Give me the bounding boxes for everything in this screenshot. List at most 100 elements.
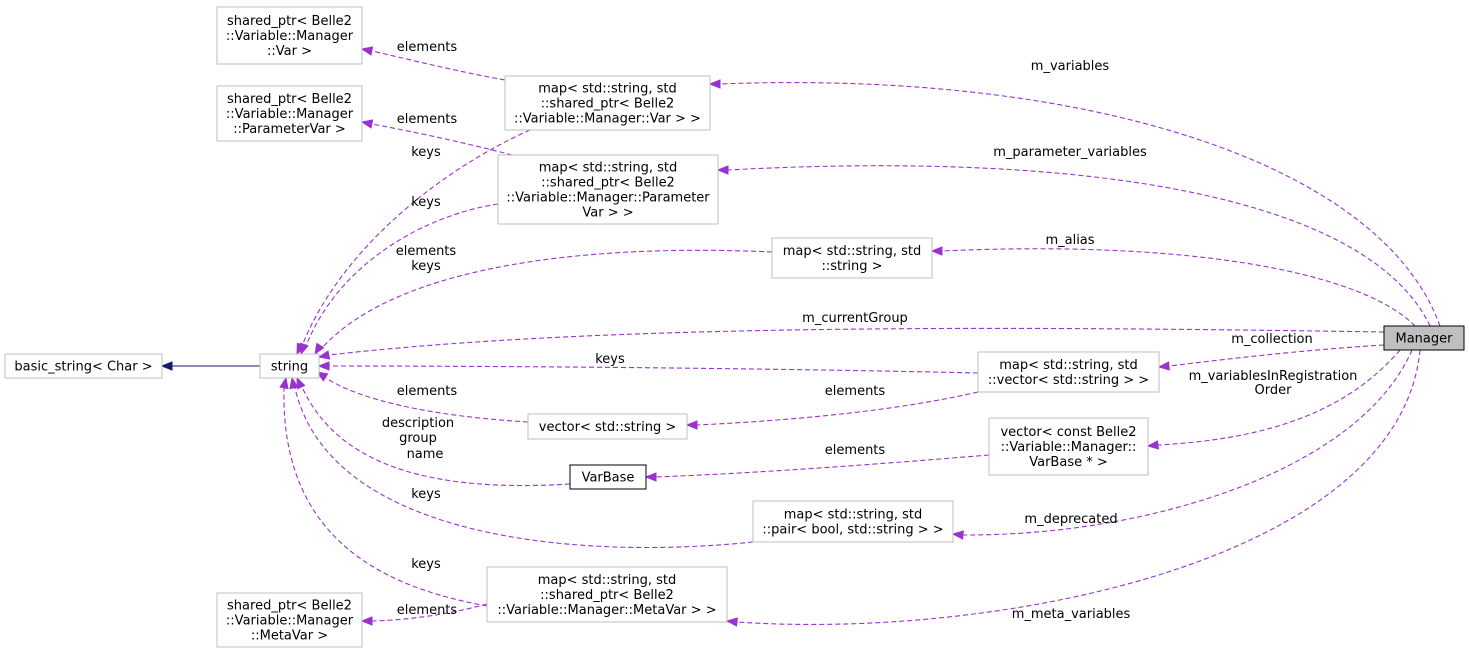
edge-label: m_currentGroup <box>802 311 908 326</box>
node-box <box>504 75 711 131</box>
edge-line <box>371 50 506 81</box>
edge-line <box>727 165 1431 327</box>
edge-line <box>736 349 1421 625</box>
node-varbase[interactable]: VarBase <box>569 464 647 490</box>
usage-arrowhead <box>296 376 306 390</box>
edge-mgr-string <box>317 327 1385 360</box>
edge-mparam-sp <box>360 119 513 156</box>
usage-arrowhead <box>315 371 329 382</box>
node-box <box>752 500 954 543</box>
node-label: ::vector< std::string > > <box>988 373 1149 388</box>
edge-mcoll-vec <box>685 391 979 430</box>
edge-label: elements <box>397 384 458 399</box>
node-manager[interactable]: Manager <box>1383 325 1465 351</box>
edge-line <box>371 123 513 156</box>
node-sp-meta: shared_ptr< Belle2::Variable::Manager::M… <box>216 592 363 648</box>
node-label: ::Variable::Manager <box>226 107 354 122</box>
edge-line <box>1168 344 1385 367</box>
usage-arrowhead <box>289 376 299 390</box>
edge-label: m_variables <box>1031 59 1110 74</box>
usage-arrowhead <box>360 46 374 56</box>
edge-mgr-mcoll <box>1157 344 1385 371</box>
usage-arrowhead <box>951 530 964 540</box>
node-box <box>977 351 1160 393</box>
edge-line <box>321 249 773 349</box>
edge-line <box>294 387 754 549</box>
usage-arrowhead <box>317 361 330 371</box>
edge-mvar-sp <box>360 46 506 81</box>
node-label: ::shared_ptr< Belle2 <box>540 588 674 603</box>
edge-label: m_parameter_variables <box>993 145 1147 160</box>
edge-mmeta-string <box>279 376 488 607</box>
edge-label: m_alias <box>1045 233 1094 248</box>
edge-mvar-string <box>296 129 531 356</box>
node-label: ::Variable::Manager::Var > > <box>514 112 701 127</box>
edge-line <box>371 603 488 622</box>
edge-label: m_deprecated <box>1024 512 1117 527</box>
edge-label: keys <box>595 352 625 367</box>
node-label: ::Variable::Manager::MetaVar > > <box>497 603 716 618</box>
node-string[interactable]: string <box>259 353 320 379</box>
node-label: shared_ptr< Belle2 <box>227 14 352 29</box>
edge-mcoll-string <box>317 361 979 374</box>
node-label: ::Variable::Manager <box>226 29 354 44</box>
node-box <box>527 413 688 440</box>
node-label: ::ParameterVar > <box>233 122 346 137</box>
node-sp-var: shared_ptr< Belle2::Variable::Manager::V… <box>216 6 363 65</box>
edge-label: keys <box>411 487 441 502</box>
edge-mgr-mvar <box>708 79 1441 327</box>
usage-arrowhead <box>1146 440 1159 450</box>
usage-arrowhead <box>1157 361 1170 371</box>
node-map-param: map< std::string, std::shared_ptr< Belle… <box>497 154 719 225</box>
edge-label: elements <box>397 40 458 55</box>
edge-line <box>719 82 1441 327</box>
usage-arrowhead <box>685 420 698 430</box>
node-label: map< std::string, std <box>539 161 678 176</box>
usage-arrowhead <box>299 342 309 356</box>
node-box <box>4 353 163 379</box>
edge-vvb-vb <box>644 454 990 482</box>
node-vec-varbase: vector< const Belle2::Variable::Manager:… <box>988 417 1149 476</box>
node-basic-string[interactable]: basic_string< Char > <box>4 353 163 379</box>
edge-label: m_collection <box>1231 332 1313 347</box>
node-label: Manager <box>1396 332 1454 347</box>
node-label: map< std::string, std <box>538 573 677 588</box>
node-map-var: map< std::string, std::shared_ptr< Belle… <box>504 75 711 131</box>
usage-arrowhead <box>317 350 331 360</box>
node-label: VarBase <box>582 471 635 486</box>
node-label: ::MetaVar > <box>251 629 328 644</box>
node-label: ::Variable::Manager::Parameter <box>506 191 710 206</box>
edge-label: keys <box>411 557 441 572</box>
usage-arrowhead <box>725 617 738 627</box>
edge-line <box>962 349 1413 536</box>
edge-label: m_meta_variables <box>1012 607 1131 622</box>
node-map-coll: map< std::string, std::vector< std::stri… <box>977 351 1160 393</box>
node-label: map< std::string, std <box>999 358 1138 373</box>
node-label: string <box>271 360 308 375</box>
node-map-alias: map< std::string, std::string > <box>771 237 933 279</box>
node-label: ::Variable::Manager:: <box>1001 440 1137 455</box>
edge-malias-string <box>314 249 773 356</box>
node-sp-param: shared_ptr< Belle2::Variable::Manager::P… <box>216 85 363 142</box>
usage-arrowhead <box>716 165 729 175</box>
edge-mgr-mdep <box>951 349 1413 540</box>
edge-line <box>301 129 531 347</box>
edge-mgr-malias <box>930 246 1416 327</box>
node-label: map< std::string, std <box>784 508 923 523</box>
node-box <box>988 417 1149 476</box>
edge-label: keys <box>411 145 441 160</box>
node-label: Var > > <box>582 206 633 221</box>
edge-mgr-mmeta <box>725 349 1421 627</box>
node-label: vector< const Belle2 <box>1000 425 1136 440</box>
node-box <box>486 566 728 623</box>
edge-label: elements <box>397 112 458 127</box>
edge-string-basic <box>160 361 260 371</box>
edge-label: elements <box>396 244 457 259</box>
edge-mgr-mparam <box>716 165 1431 327</box>
edge-vb-string <box>296 376 571 487</box>
edge-label: name <box>407 447 444 462</box>
edge-line <box>1157 349 1401 446</box>
edge-label: Order <box>1255 383 1293 398</box>
edge-line <box>325 377 529 423</box>
node-label: shared_ptr< Belle2 <box>227 599 352 614</box>
